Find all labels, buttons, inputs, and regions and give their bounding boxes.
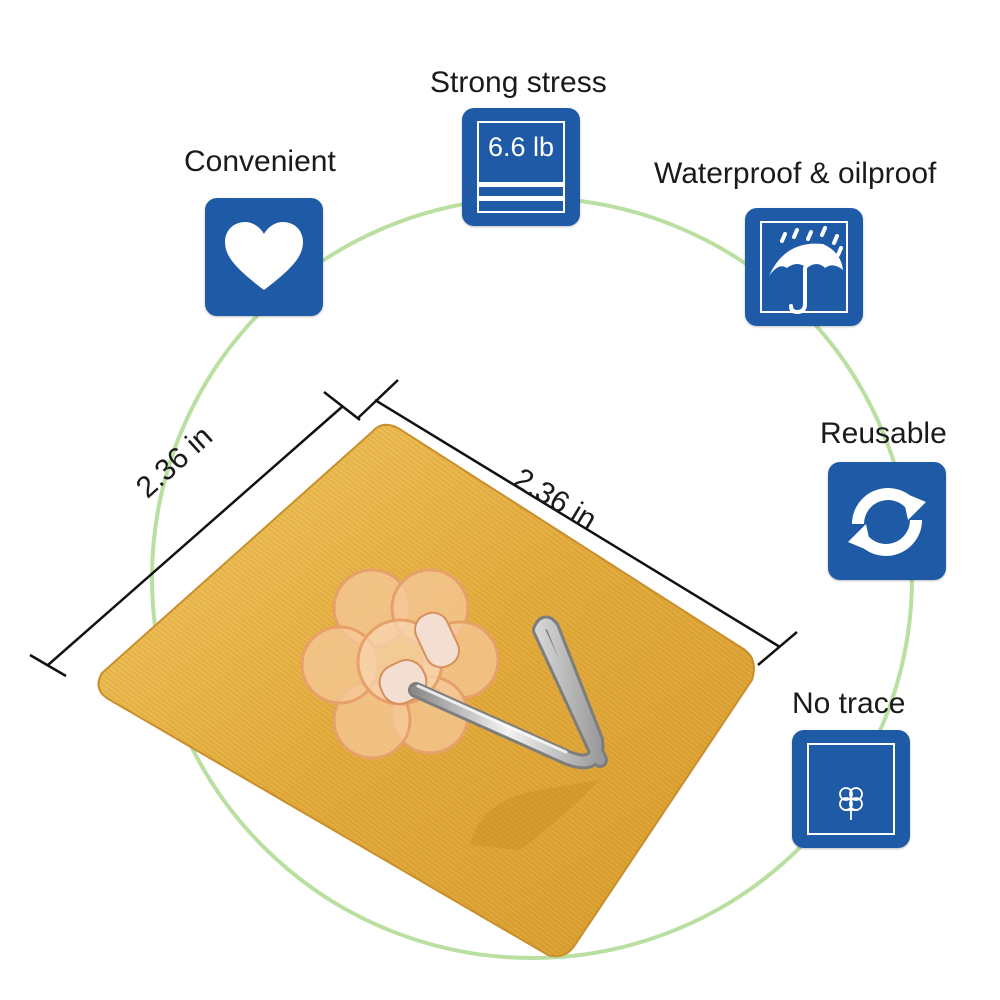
feature-label-no-trace: No trace bbox=[792, 687, 906, 720]
feature-badge-convenient bbox=[205, 198, 323, 316]
hook-mount-top bbox=[414, 611, 460, 669]
feature-badge-reusable bbox=[828, 462, 946, 580]
refresh-arrows-icon bbox=[848, 488, 926, 556]
feature-label-reusable: Reusable bbox=[820, 417, 947, 450]
hook-on-wall-icon bbox=[807, 743, 895, 835]
feature-badge-no-trace bbox=[792, 730, 910, 848]
feature-badge-strong-stress: 6.6 lb bbox=[462, 108, 580, 226]
feature-label-waterproof: Waterproof & oilproof bbox=[654, 157, 937, 190]
dimension-lines bbox=[29, 379, 798, 678]
weight-scale-icon bbox=[477, 121, 565, 213]
heart-icon bbox=[225, 222, 303, 290]
feature-label-strong-stress: Strong stress bbox=[430, 66, 607, 99]
metal-hook bbox=[408, 615, 608, 770]
hook-shadow bbox=[470, 780, 600, 850]
umbrella-rain-icon bbox=[760, 221, 848, 315]
feature-label-convenient: Convenient bbox=[184, 145, 336, 178]
feature-badge-waterproof bbox=[745, 208, 863, 326]
weight-capacity-value: 6.6 lb bbox=[487, 132, 555, 162]
